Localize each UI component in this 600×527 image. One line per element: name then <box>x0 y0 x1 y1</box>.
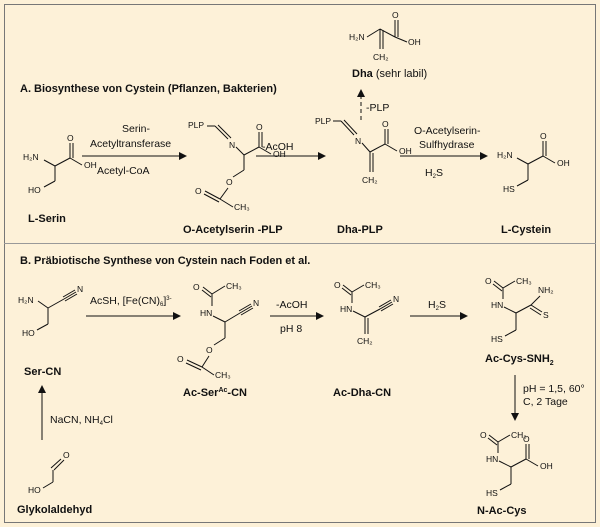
frame-border <box>4 4 596 523</box>
dhaplp-o: O <box>382 119 389 129</box>
serin-oh: OH <box>84 160 97 170</box>
oas-o: O <box>256 122 263 132</box>
oas-n: N <box>229 140 235 150</box>
dhaplp-ch2: CH₂ <box>362 175 378 185</box>
arrow1-reagent: Acetyl-CoA <box>97 165 150 177</box>
nac-hs: HS <box>486 488 498 498</box>
ac-dha-cn-label: Ac-Dha-CN <box>333 387 391 399</box>
cys-hs: HS <box>503 184 515 194</box>
cys-o: O <box>540 131 547 141</box>
oas-oh: OH <box>273 149 286 159</box>
sercn-h2n: H₂N <box>18 295 34 305</box>
l-cystein-structure: H₂N O OH HS L-Cystein <box>497 131 570 236</box>
n-ac-cys-structure: O CH₃ HN O OH HS N-Ac-Cys <box>477 430 553 517</box>
acdha-o: O <box>334 280 341 290</box>
dha-h2n: H₂N <box>349 32 365 42</box>
nac-o-acid: O <box>523 434 530 444</box>
o-acetylserin-plp-structure: PLP N O OH O O CH₃ O-Acetylserin -PLP <box>183 120 286 236</box>
nac-hn: HN <box>486 454 498 464</box>
oas-ch3: CH₃ <box>234 202 250 212</box>
arrowb4-line2: C, 2 Tage <box>523 396 568 408</box>
arrowb3-reagent: H2S <box>428 299 446 312</box>
dha-label: Dha <box>352 68 374 80</box>
arrow3-enzyme-1: O-Acetylserin- <box>414 125 481 137</box>
n-ac-cys-label: N-Ac-Cys <box>477 505 527 517</box>
acser-o-ester: O <box>206 345 213 355</box>
oas-plp: PLP <box>188 120 204 130</box>
nac-o: O <box>480 430 487 440</box>
serin-ho: HO <box>28 185 41 195</box>
dha-plp-label: Dha-PLP <box>337 224 383 236</box>
arrow3-reagent: H2S <box>425 167 443 180</box>
glykolaldehyd-label: Glykolaldehyd <box>17 504 92 516</box>
dha-o: O <box>392 10 399 20</box>
nac-ch3: CH₃ <box>511 430 527 440</box>
acdha-hn: HN <box>340 304 352 314</box>
acdha-ch3: CH₃ <box>365 280 381 290</box>
svg-text:Dha (sehr labil): Dha (sehr labil) <box>352 68 427 80</box>
accys-s: S <box>543 310 549 320</box>
oas-o-carbonyl: O <box>195 186 202 196</box>
accys-o: O <box>485 276 492 286</box>
arrowb2-bottom: pH 8 <box>280 323 302 335</box>
ser-cn-structure: H₂N N HO Ser-CN <box>18 284 83 378</box>
dha-ch2: CH₂ <box>373 52 389 62</box>
arrow1-enzyme-1: Serin- <box>122 123 151 135</box>
glyko-o: O <box>63 450 70 460</box>
accys-hs: HS <box>491 334 503 344</box>
nac-oh: OH <box>540 461 553 471</box>
arrowb5-reagent: NaCN, NH4Cl <box>50 414 113 427</box>
dha-structure: H₂N O OH CH₂ Dha (sehr labil) <box>349 10 427 80</box>
acser-ch3-top: CH₃ <box>226 281 242 291</box>
acser-o-carbonyl: O <box>177 354 184 364</box>
dha-oh: OH <box>408 37 421 47</box>
l-cystein-label: L-Cystein <box>501 224 551 236</box>
arrow-up-label: -PLP <box>366 102 389 114</box>
acser-hn: HN <box>200 308 212 318</box>
sercn-n: N <box>77 284 83 294</box>
arrow3-enzyme-2: Sulfhydrase <box>419 139 475 151</box>
cys-h2n: H₂N <box>497 150 513 160</box>
o-acetylserin-plp-label: O-Acetylserin -PLP <box>183 224 283 236</box>
serin-h2n: H₂N <box>23 152 39 162</box>
ac-dha-cn-structure: O CH₃ HN N CH₂ Ac-Dha-CN <box>333 280 399 399</box>
acser-n: N <box>253 298 259 308</box>
acser-ch3-bottom: CH₃ <box>215 370 231 380</box>
acdha-n: N <box>393 294 399 304</box>
ser-cn-label: Ser-CN <box>24 366 61 378</box>
sercn-ho: HO <box>22 328 35 338</box>
acser-o-top: O <box>193 282 200 292</box>
accys-nh2: NH₂ <box>538 285 554 295</box>
ac-ser-ac-cn-label: Ac-SerAc-CN <box>183 387 247 399</box>
accys-hn: HN <box>491 300 503 310</box>
ac-cys-snh2-label: Ac-Cys-SNH2 <box>485 353 554 367</box>
glyko-ho: HO <box>28 485 41 495</box>
serin-o: O <box>67 133 74 143</box>
arrowb4-line1: pH = 1,5, 60° <box>523 383 585 395</box>
acdha-ch2: CH₂ <box>357 336 373 346</box>
arrowb2-top: -AcOH <box>276 299 308 311</box>
section-a-title: A. Biosynthese von Cystein (Pflanzen, Ba… <box>20 83 277 95</box>
dhaplp-n: N <box>355 136 361 146</box>
dha-note: (sehr labil) <box>376 68 427 80</box>
arrow2-label: -AcOH <box>262 141 294 153</box>
arrow1-enzyme-2: Acetyltransferase <box>90 138 171 150</box>
cys-oh: OH <box>557 158 570 168</box>
oas-o-ester: O <box>226 177 233 187</box>
ac-cys-snh2-structure: O CH₃ HN NH₂ S HS Ac-Cys-SNH2 <box>485 276 554 367</box>
glykolaldehyd-structure: O HO Glykolaldehyd <box>17 450 92 516</box>
arrowb1-reagent: AcSH, [Fe(CN)6]3- <box>90 295 172 308</box>
accys-ch3: CH₃ <box>516 276 532 286</box>
ac-ser-ac-cn-structure: O CH₃ HN N O O CH₃ Ac-SerAc-CN <box>177 281 259 399</box>
dhaplp-plp: PLP <box>315 116 331 126</box>
dha-plp-structure: PLP N O OH CH₂ Dha-PLP <box>315 116 412 236</box>
l-serin-structure: H₂N O OH HO L-Serin <box>23 133 97 225</box>
dhaplp-oh: OH <box>399 146 412 156</box>
section-b-title: B. Präbiotische Synthese von Cystein nac… <box>20 255 310 267</box>
l-serin-label: L-Serin <box>28 213 66 225</box>
